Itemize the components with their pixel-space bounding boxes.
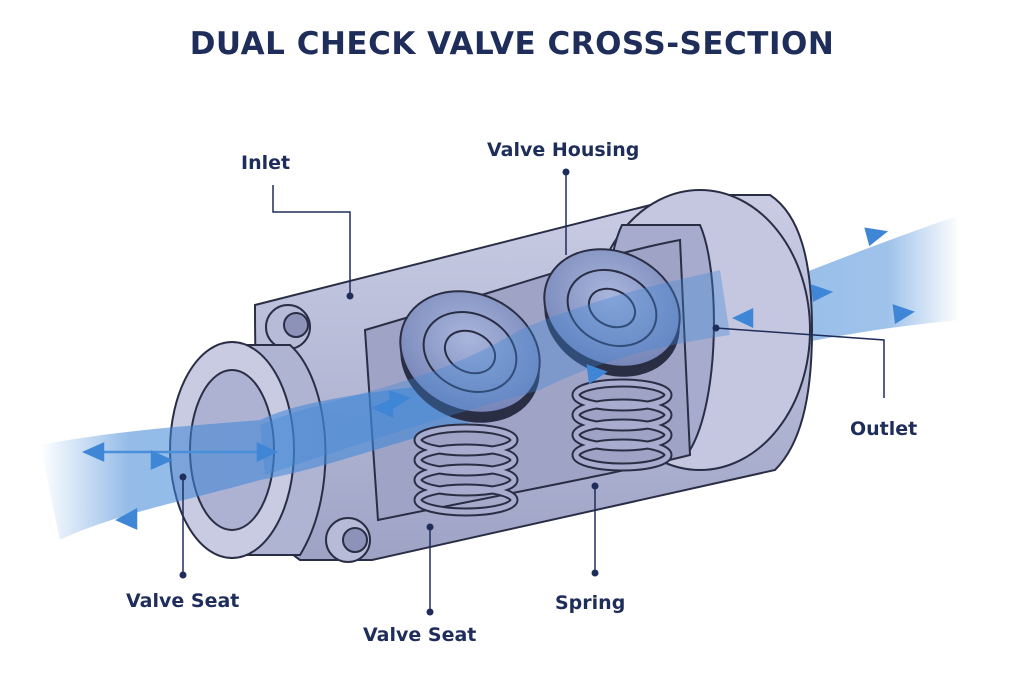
label-outlet: Outlet	[850, 418, 918, 440]
spring-left-fill	[415, 425, 517, 515]
label-spring: Spring	[555, 592, 626, 614]
label-valve-seat-left: Valve Seat	[126, 590, 240, 612]
diagram-title: DUAL CHECK VALVE CROSS-SECTION	[189, 26, 835, 62]
label-inlet: Inlet	[241, 152, 291, 174]
leader-dots	[179, 168, 720, 616]
valve-disc-right	[543, 248, 681, 377]
flow-arrows	[81, 227, 915, 530]
valve-disc-left	[399, 290, 541, 423]
label-valve-housing: Valve Housing	[487, 139, 640, 161]
label-valve-seat-center: Valve Seat	[363, 624, 477, 646]
spring-right-fill	[573, 380, 671, 470]
internal-flow	[260, 270, 730, 475]
leader-lines	[182, 172, 885, 612]
